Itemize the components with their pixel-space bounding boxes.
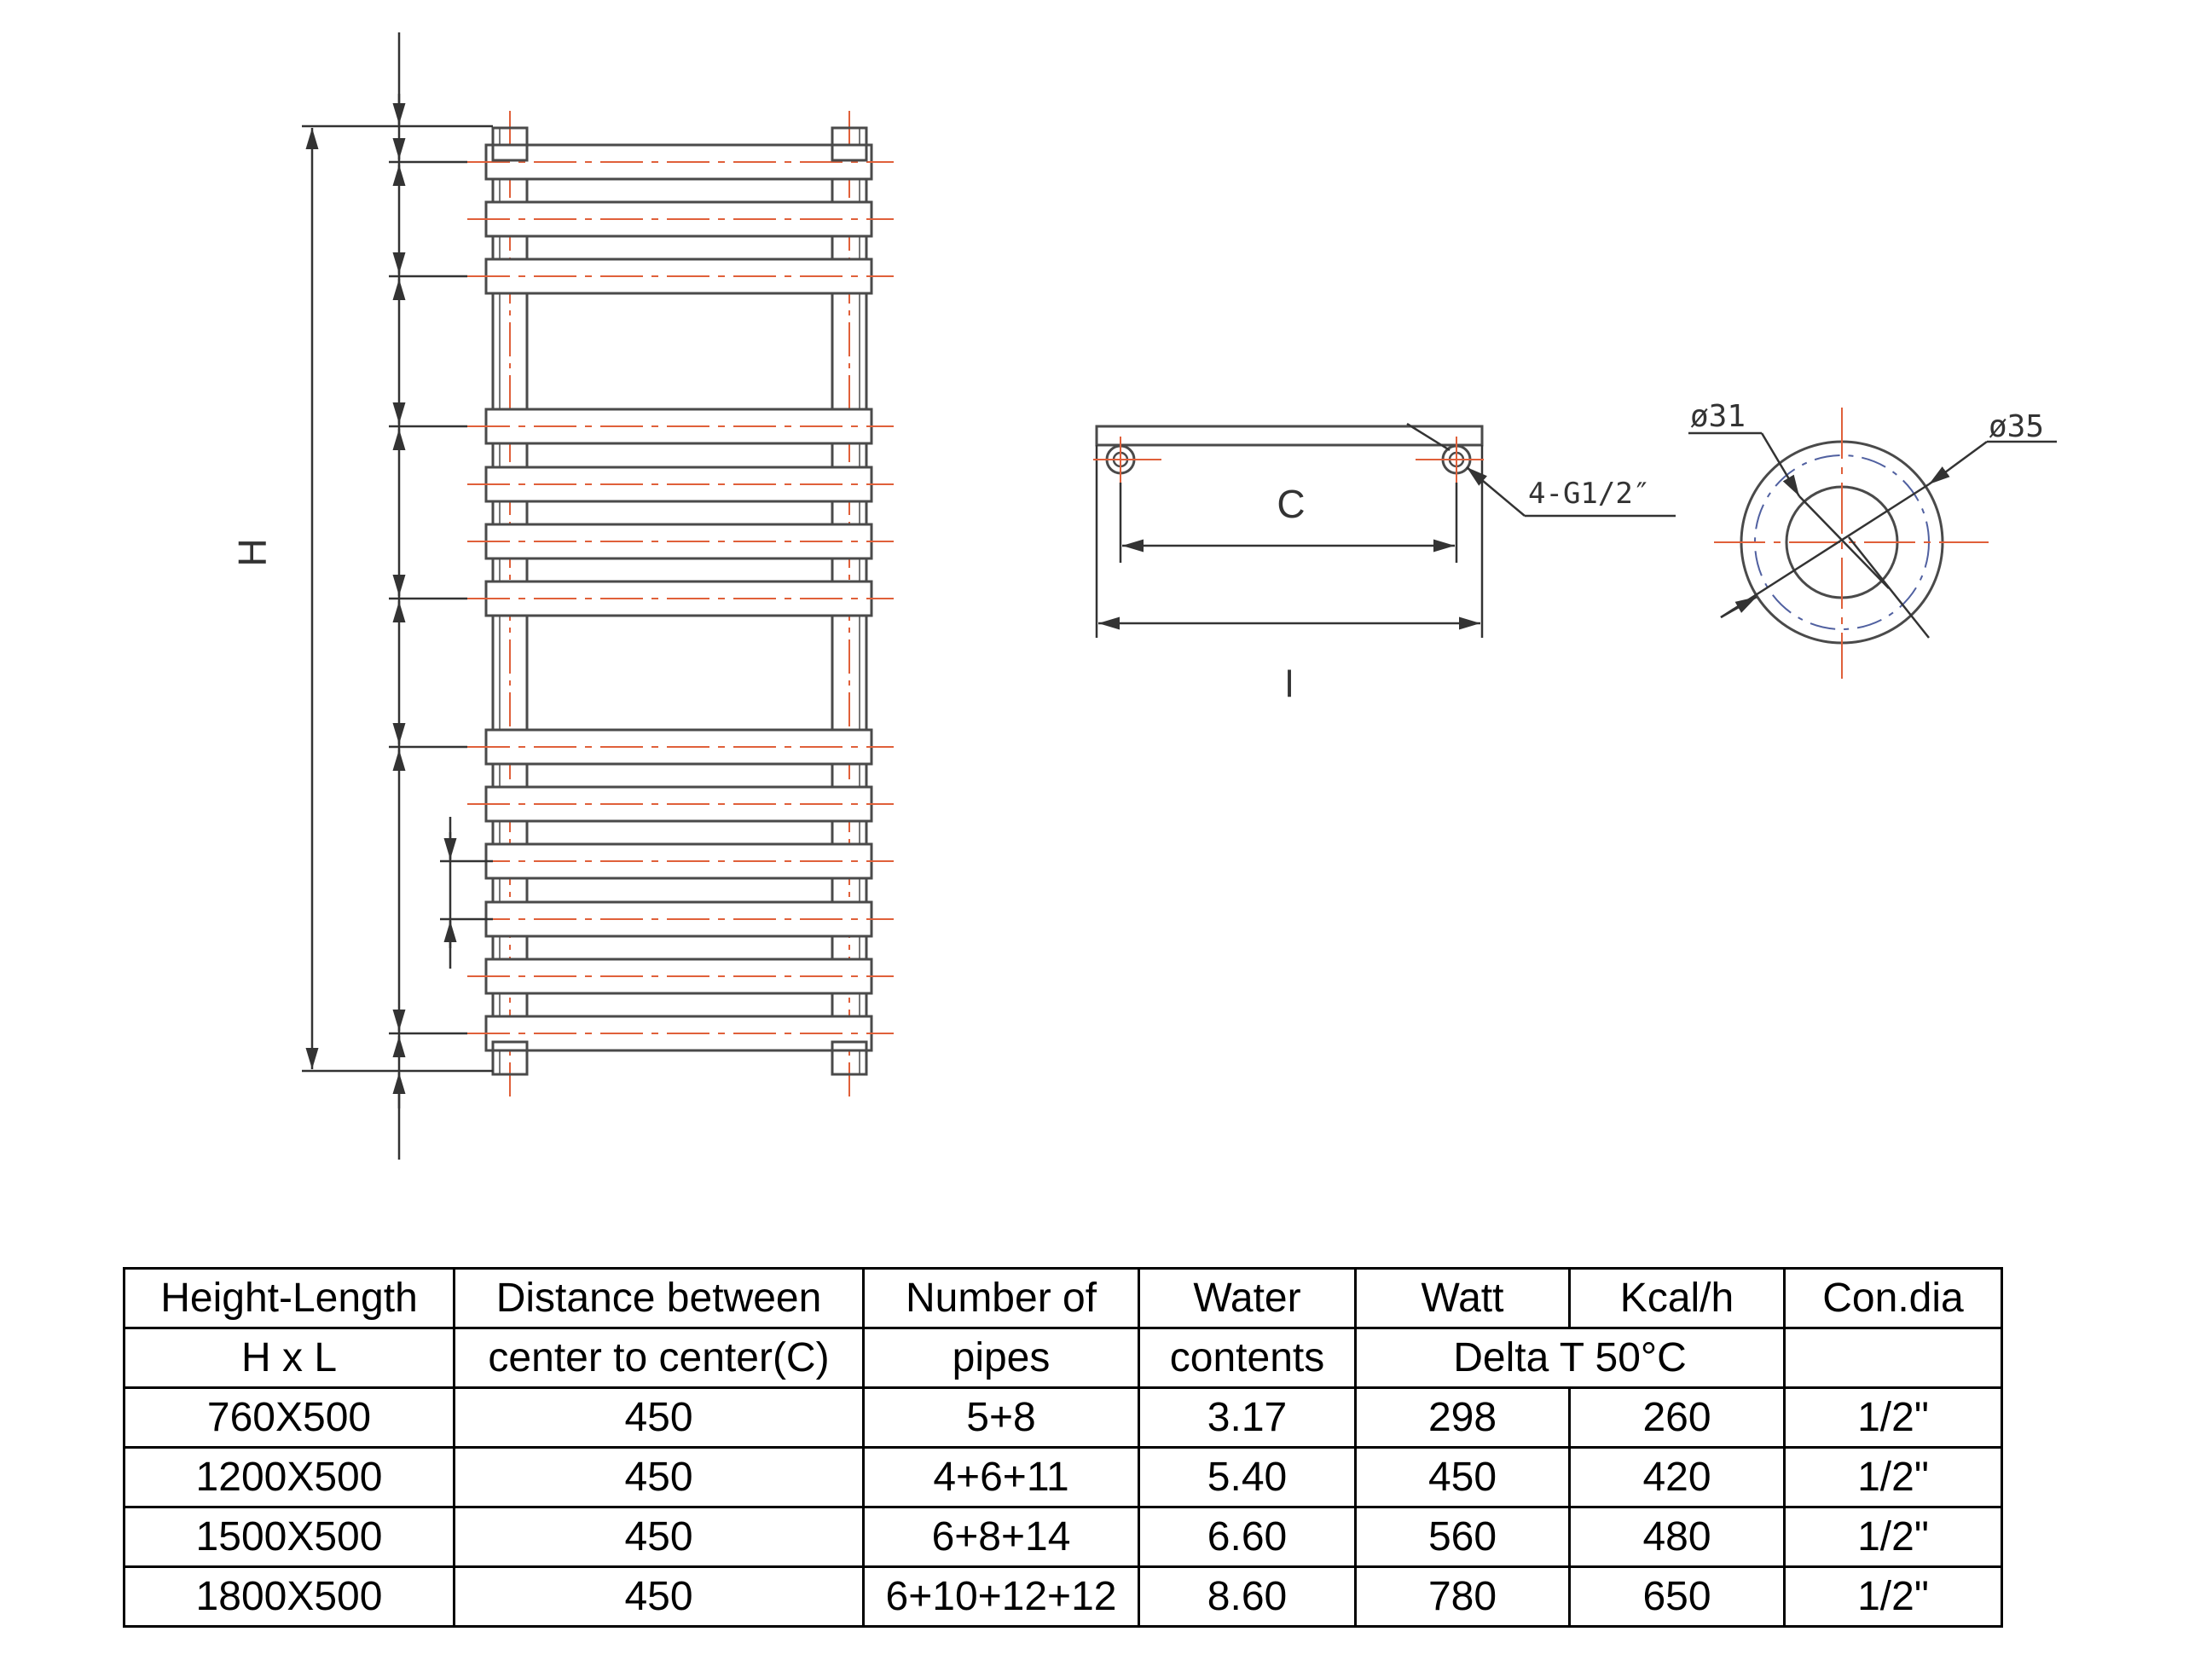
towel-bar <box>467 580 894 617</box>
table-cell: 5.40 <box>1138 1446 1357 1508</box>
table-cell: 650 <box>1568 1565 1786 1628</box>
header-cell: H x L <box>123 1327 455 1389</box>
center-distance-label: C <box>1277 482 1305 526</box>
top-view-outline <box>1095 425 1484 447</box>
towel-bar <box>467 958 894 995</box>
header-cell: Watt <box>1354 1267 1571 1329</box>
table-cell: 1200X500 <box>123 1446 455 1508</box>
table-cell: 450 <box>453 1506 865 1568</box>
towel-bar <box>467 900 894 938</box>
post-cap <box>831 126 868 162</box>
table-cell: 6.60 <box>1138 1506 1357 1568</box>
towel-bar <box>467 523 894 560</box>
towel-bar <box>467 785 894 823</box>
header-cell: Delta T 50°C <box>1354 1327 1786 1389</box>
table-cell: 8.60 <box>1138 1565 1357 1628</box>
table-cell: 480 <box>1568 1506 1786 1568</box>
table-cell: 1800X500 <box>123 1565 455 1628</box>
table-cell: 260 <box>1568 1386 1786 1449</box>
thread-callout: 4-G1/2″ <box>1528 477 1650 511</box>
front-view: H <box>230 32 894 1160</box>
towel-bar <box>467 143 894 181</box>
header-cell: Distance between <box>453 1267 865 1329</box>
table-cell: 6+10+12+12 <box>862 1565 1140 1628</box>
post-cap <box>831 1040 868 1076</box>
inner-diameter-label: ø31 <box>1690 399 1746 434</box>
table-cell: 6+8+14 <box>862 1506 1140 1568</box>
table-cell: 760X500 <box>123 1386 455 1449</box>
pipe-cross-section: ø31 ø35 <box>1688 399 2057 679</box>
towel-bar <box>467 728 894 766</box>
height-dimension <box>302 124 493 1073</box>
right-connection <box>1416 437 1484 483</box>
table-header-row: Height-Length Distance between Number of… <box>123 1267 2003 1329</box>
post-cap <box>491 126 529 162</box>
table-cell: 1/2" <box>1783 1446 2003 1508</box>
header-cell: Water <box>1138 1267 1357 1329</box>
top-view: C l 4-G1/2″ <box>1093 422 1676 705</box>
towel-bar <box>467 257 894 295</box>
bar-spacing-dimension <box>389 32 467 1160</box>
header-cell: Height-Length <box>123 1267 455 1329</box>
length-label: l <box>1285 663 1294 705</box>
header-cell: Number of <box>862 1267 1140 1329</box>
table-cell: 1/2" <box>1783 1506 2003 1568</box>
table-cell: 450 <box>1354 1446 1571 1508</box>
header-cell: Con.dia <box>1783 1267 2003 1329</box>
table-cell: 450 <box>453 1565 865 1628</box>
table-cell: 420 <box>1568 1446 1786 1508</box>
towel-bars <box>467 126 894 1076</box>
table-cell: 5+8 <box>862 1386 1140 1449</box>
height-label: H <box>230 538 275 566</box>
left-connection <box>1093 437 1161 483</box>
table-cell: 450 <box>453 1446 865 1508</box>
table-cell: 4+6+11 <box>862 1446 1140 1508</box>
header-cell <box>1783 1327 2003 1389</box>
bar-pitch-dimension <box>440 817 493 969</box>
table-cell: 1/2" <box>1783 1386 2003 1449</box>
towel-bar <box>467 1015 894 1052</box>
table-cell: 298 <box>1354 1386 1571 1449</box>
table-cell: 3.17 <box>1138 1386 1357 1449</box>
specification-table: Height-Length Distance between Number of… <box>123 1267 2003 1628</box>
table-header-row: H x L center to center(C) pipes contents… <box>123 1327 2003 1389</box>
post-cap <box>491 1040 529 1076</box>
header-cell: contents <box>1138 1327 1357 1389</box>
table-cell: 560 <box>1354 1506 1571 1568</box>
outer-diameter-label: ø35 <box>1989 409 2044 444</box>
table-cell: 1/2" <box>1783 1565 2003 1628</box>
header-cell: center to center(C) <box>453 1327 865 1389</box>
towel-bar <box>467 200 894 238</box>
header-cell: pipes <box>862 1327 1140 1389</box>
header-cell: Kcal/h <box>1568 1267 1786 1329</box>
table-cell: 450 <box>453 1386 865 1449</box>
towel-bar <box>467 842 894 880</box>
table-cell: 780 <box>1354 1565 1571 1628</box>
towel-bar <box>467 408 894 445</box>
towel-bar <box>467 466 894 503</box>
table-cell: 1500X500 <box>123 1506 455 1568</box>
